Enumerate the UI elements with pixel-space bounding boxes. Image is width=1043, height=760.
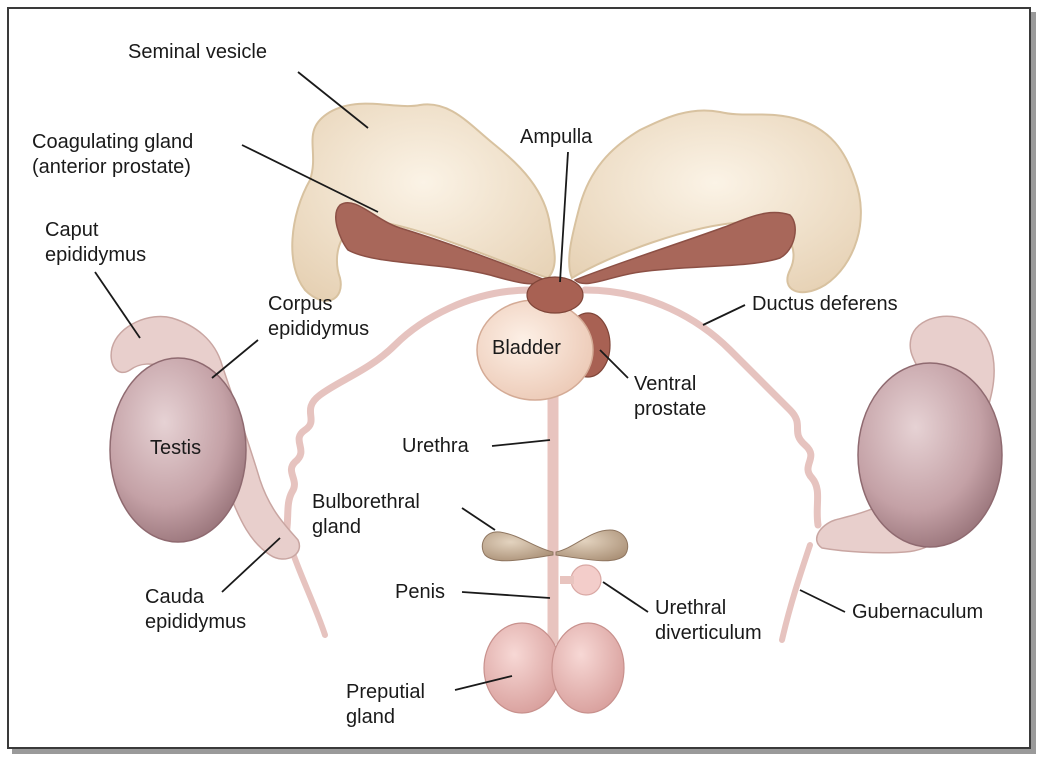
label-gubernaculum-text: Gubernaculum bbox=[852, 600, 983, 625]
leader-ductus-deferens bbox=[703, 305, 745, 325]
leader-ampulla bbox=[560, 152, 568, 282]
testis-right bbox=[858, 363, 1002, 547]
label-preputial-line1: Preputial bbox=[346, 680, 425, 705]
label-corpus-epididymus: Corpus epididymus bbox=[268, 292, 369, 342]
leader-urethral-diverticulum bbox=[603, 582, 648, 612]
bulborethral-gland-left bbox=[482, 532, 553, 561]
leader-gubernaculum bbox=[800, 590, 845, 612]
label-corpus-line1: Corpus bbox=[268, 292, 369, 317]
label-cauda-line1: Cauda bbox=[145, 585, 246, 610]
leader-bulborethral bbox=[462, 508, 495, 530]
ampulla bbox=[527, 277, 583, 313]
label-testis: Testis bbox=[150, 436, 201, 461]
label-ductus-deferens-text: Ductus deferens bbox=[752, 292, 898, 317]
label-ventral-prostate-line2: prostate bbox=[634, 397, 706, 422]
label-urethral-diverticulum-line1: Urethral bbox=[655, 596, 762, 621]
label-seminal-vesicle-text: Seminal vesicle bbox=[128, 40, 267, 65]
leader-penis bbox=[462, 592, 550, 598]
preputial-gland-right bbox=[552, 623, 624, 713]
label-coagulating-gland-line2: (anterior prostate) bbox=[32, 155, 193, 180]
preputial-gland-left bbox=[484, 623, 560, 713]
label-cauda-epididymus: Cauda epididymus bbox=[145, 585, 246, 635]
label-caput-line1: Caput bbox=[45, 218, 146, 243]
label-ventral-prostate-line1: Ventral bbox=[634, 372, 706, 397]
label-ampulla-text: Ampulla bbox=[520, 125, 592, 150]
label-ampulla: Ampulla bbox=[520, 125, 592, 150]
label-urethral-diverticulum: Urethral diverticulum bbox=[655, 596, 762, 646]
label-coagulating-gland: Coagulating gland (anterior prostate) bbox=[32, 130, 193, 180]
leader-cauda bbox=[222, 538, 280, 592]
label-preputial-gland: Preputial gland bbox=[346, 680, 425, 730]
label-cauda-line2: epididymus bbox=[145, 610, 246, 635]
label-bladder-text: Bladder bbox=[492, 336, 561, 361]
label-bulborethral-line2: gland bbox=[312, 515, 420, 540]
urethral-diverticulum bbox=[560, 565, 601, 595]
label-penis-text: Penis bbox=[395, 580, 445, 605]
label-corpus-line2: epididymus bbox=[268, 317, 369, 342]
label-gubernaculum: Gubernaculum bbox=[852, 600, 983, 625]
label-urethra: Urethra bbox=[402, 434, 469, 459]
label-testis-text: Testis bbox=[150, 436, 201, 461]
label-urethra-text: Urethra bbox=[402, 434, 469, 459]
leader-urethra bbox=[492, 440, 550, 446]
label-coagulating-gland-line1: Coagulating gland bbox=[32, 130, 193, 155]
bulborethral-gland-right bbox=[556, 530, 628, 561]
label-ductus-deferens: Ductus deferens bbox=[752, 292, 898, 317]
label-seminal-vesicle: Seminal vesicle bbox=[128, 40, 267, 65]
label-caput-line2: epididymus bbox=[45, 243, 146, 268]
leader-caput bbox=[95, 272, 140, 338]
label-caput-epididymus: Caput epididymus bbox=[45, 218, 146, 268]
label-penis: Penis bbox=[395, 580, 445, 605]
label-urethral-diverticulum-line2: diverticulum bbox=[655, 621, 762, 646]
label-bulborethral-gland: Bulborethral gland bbox=[312, 490, 420, 540]
gubernaculum-left bbox=[290, 545, 325, 635]
label-ventral-prostate: Ventral prostate bbox=[634, 372, 706, 422]
label-preputial-line2: gland bbox=[346, 705, 425, 730]
label-bulborethral-line1: Bulborethral bbox=[312, 490, 420, 515]
label-bladder: Bladder bbox=[492, 336, 561, 361]
